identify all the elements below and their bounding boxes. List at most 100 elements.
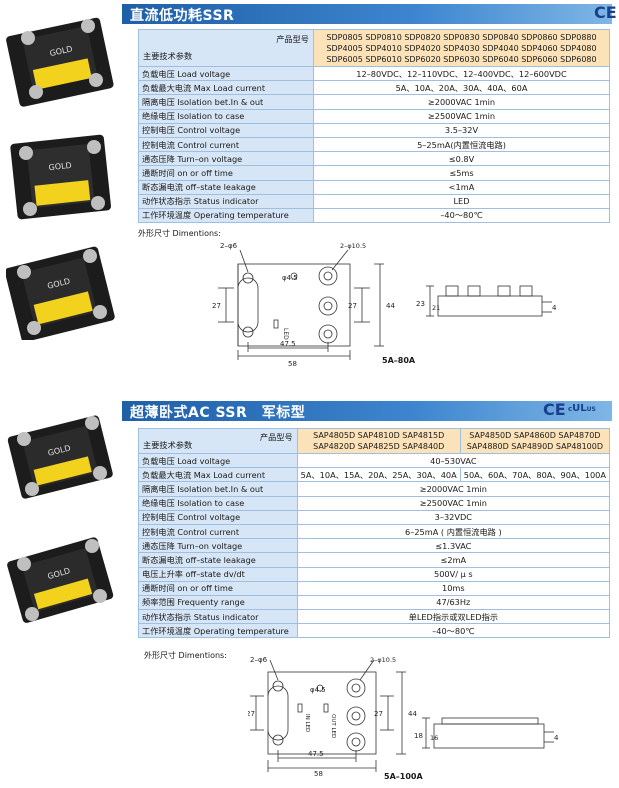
out-led-label: OUT LED <box>330 714 336 738</box>
product-photo: GOLD <box>7 415 113 499</box>
section1-ce-mark: CE <box>594 3 617 22</box>
header-param-label: 主要技术参数 <box>143 440 193 450</box>
dim-label: 44 <box>408 710 417 718</box>
spec-key: 控制电流 Control current <box>138 523 298 540</box>
spec-key: 工作环境温度 Operating temperature <box>138 207 314 224</box>
spec-value: <1mA <box>313 179 610 195</box>
spec-key: 电压上升率 off–state dv/dt <box>138 566 298 582</box>
model-row: SDP6005 SDP6010 SDP6020 SDP6030 SDP6040 … <box>326 54 597 64</box>
svg-text:GOLD: GOLD <box>48 161 72 172</box>
header-type-label: 产品型号 <box>276 34 309 44</box>
spec-value: ≤2mA <box>296 552 611 568</box>
header-key-cell: 产品型号 主要技术参数 <box>138 29 314 67</box>
dim-label: 21 <box>432 304 440 312</box>
section2-dimension-drawing: 2–φ6 2–φ10.5 φ4.5 27 27 44 47.5 58 18 16… <box>248 656 559 778</box>
model-row: SAP4820D SAP4825D SAP4840D <box>313 442 445 451</box>
spec-value: 50A、60A、70A、80A、90A、100A <box>459 467 611 483</box>
ul-label: UL <box>572 403 587 414</box>
spec-row: 断态漏电流 off–state leakage≤2mA <box>138 552 611 568</box>
product-photo: GOLD <box>10 134 112 220</box>
dim-label: 47.5 <box>280 340 296 348</box>
dim-label: 58 <box>314 770 323 778</box>
spec-row: 负载电压 Load voltage 40–530VAC <box>138 452 611 469</box>
spec-key: 负载最大电流 Max Load current <box>138 80 314 96</box>
spec-key: 隔离电压 Isolation bet.In & out <box>138 94 314 110</box>
dim-label: 27 <box>374 710 383 718</box>
spec-key: 绝缘电压 Isolation to case <box>138 108 314 124</box>
section1-spec-table: 产品型号 主要技术参数 SDP0805 SDP0810 SDP0820 SDP0… <box>138 29 610 224</box>
spec-key: 动作状态指示 Status indicator <box>138 609 298 625</box>
spec-value: 12–80VDC、12–110VDC、12–400VDC、12–600VDC <box>313 65 610 82</box>
model-row: SAP4805D SAP4810D SAP4815D <box>313 431 445 440</box>
spec-value: ≤1.3VAC <box>296 538 611 554</box>
spec-value: 47/63Hz <box>296 594 611 611</box>
header-param-label: 主要技术参数 <box>143 51 193 61</box>
dim-label: 4 <box>552 304 557 312</box>
spec-value: 500V/ μ s <box>296 566 611 582</box>
dim-label: 58 <box>288 360 297 368</box>
dim-label: 27 <box>212 302 221 310</box>
section1-dimension-drawing: 2–φ6 2–φ10.5 φ4.5 27 27 44 47.5 58 23 21… <box>212 242 557 368</box>
spec-row: 通断时间 on or off time≤5ms <box>138 165 610 181</box>
spec-key: 断态漏电流 off–state leakage <box>138 552 298 568</box>
spec-value: –40～80℃ <box>296 623 611 639</box>
dim-label: 2–φ6 <box>250 656 268 664</box>
spec-value: 3.5–32V <box>313 122 610 138</box>
spec-value: –40～80℃ <box>313 207 610 224</box>
spec-row: 工作环境温度 Operating temperature–40～80℃ <box>138 623 611 639</box>
spec-value: ≥2500VAC 1min <box>296 495 611 511</box>
dim-label: 18 <box>414 732 423 740</box>
spec-row: 负载最大电流 Max Load current 5A、10A、15A、20A、2… <box>138 467 611 483</box>
model-row: SAP4880D SAP4890D SAP48100D <box>466 442 604 451</box>
dim-label: 44 <box>386 302 395 310</box>
spec-row: 断态漏电流 off–state leakage<1mA <box>138 179 610 195</box>
in-led-label: IN LED <box>304 714 310 732</box>
spec-key: 绝缘电压 Isolation to case <box>138 495 298 511</box>
section2-ce-mark: CE <box>543 400 566 419</box>
spec-value: 5A、10A、20A、30A、40A、60A <box>313 80 610 96</box>
spec-value: ≥2000VAC 1min <box>296 481 611 497</box>
section2-ul-mark: cULUS <box>568 403 596 414</box>
dim-label: 27 <box>348 302 357 310</box>
spec-value: ≥2000VAC 1min <box>313 94 610 110</box>
spec-row: 绝缘电压 Isolation to case≥2500VAC 1min <box>138 108 610 124</box>
spec-value: 6–25mA ( 内置恒流电路 ) <box>296 523 611 540</box>
product-photo: GOLD <box>7 537 114 623</box>
header-type-label: 产品型号 <box>259 432 293 442</box>
spec-key: 频率范围 Frequenty range <box>138 594 298 611</box>
section1-title-bar: 直流低功耗SSR <box>122 4 612 24</box>
spec-value: LED <box>313 193 610 209</box>
product-photo: GOLD <box>6 246 115 340</box>
dim-label: 23 <box>416 300 425 308</box>
model-row: SAP4850D SAP4860D SAP4870D <box>469 431 601 440</box>
product-photo: GOLD <box>6 17 114 107</box>
dim-label: φ4.5 <box>310 686 326 694</box>
spec-value: 10ms <box>296 580 611 596</box>
spec-key: 工作环境温度 Operating temperature <box>138 623 298 639</box>
spec-key: 动作状态指示 Status indicator <box>138 193 314 209</box>
spec-value: 5–25mA(内置恒流电路) <box>313 136 610 153</box>
spec-row: 隔离电压 Isolation bet.In & out≥2000VAC 1min <box>138 481 611 497</box>
spec-value: ≤5ms <box>313 165 610 181</box>
spec-row: 工作环境温度 Operating temperature–40～80℃ <box>138 207 610 224</box>
dim-label: 2–φ10.5 <box>340 242 366 250</box>
spec-row: 通态压降 Turn–on voltage≤1.3VAC <box>138 538 611 554</box>
dim-label: 2–φ6 <box>220 242 238 250</box>
spec-value: 5A、10A、15A、20A、25A、30A、40A <box>296 467 461 483</box>
spec-value: ≥2500VAC 1min <box>313 108 610 124</box>
spec-key: 通断时间 on or off time <box>138 580 298 596</box>
led-label: LED <box>282 328 289 340</box>
spec-key: 通态压降 Turn–on voltage <box>138 151 314 167</box>
dim-label: φ4.5 <box>282 274 298 282</box>
spec-key: 控制电流 Control current <box>138 136 314 153</box>
spec-key: 隔离电压 Isolation bet.In & out <box>138 481 298 497</box>
